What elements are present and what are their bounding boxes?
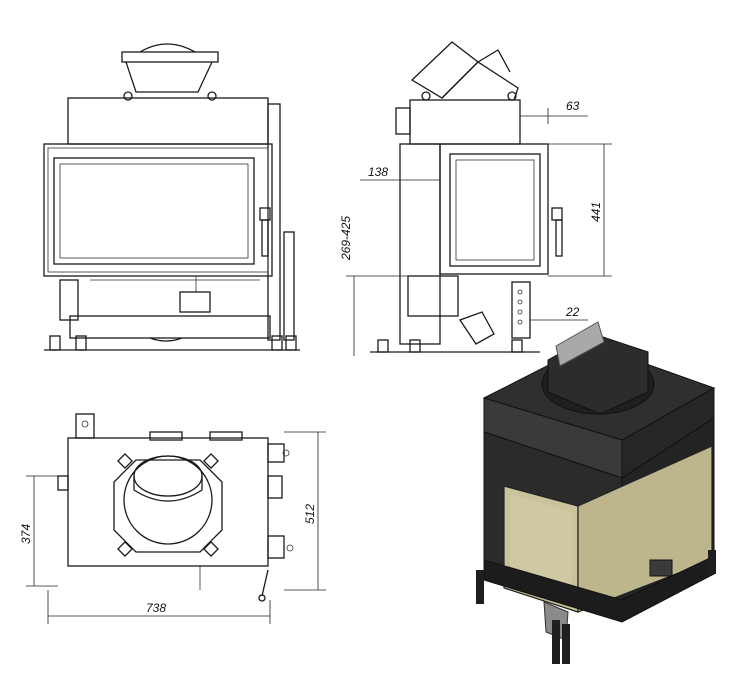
side-view — [370, 41, 563, 353]
dim-width: 738 — [146, 601, 166, 615]
dim-side-offset: 138 — [368, 165, 388, 179]
dim-depth: 374 — [19, 524, 33, 544]
dim-leg-offset: 22 — [565, 305, 580, 319]
top-view — [57, 413, 294, 602]
front-view — [43, 43, 300, 351]
dim-total-depth: 512 — [303, 504, 317, 524]
fireplace-3d-render — [476, 321, 716, 664]
dimension-lines — [26, 108, 612, 624]
dim-height-range: 269-425 — [339, 216, 353, 261]
dim-door-height: 441 — [589, 202, 603, 222]
dim-front-gap: 63 — [566, 99, 580, 113]
